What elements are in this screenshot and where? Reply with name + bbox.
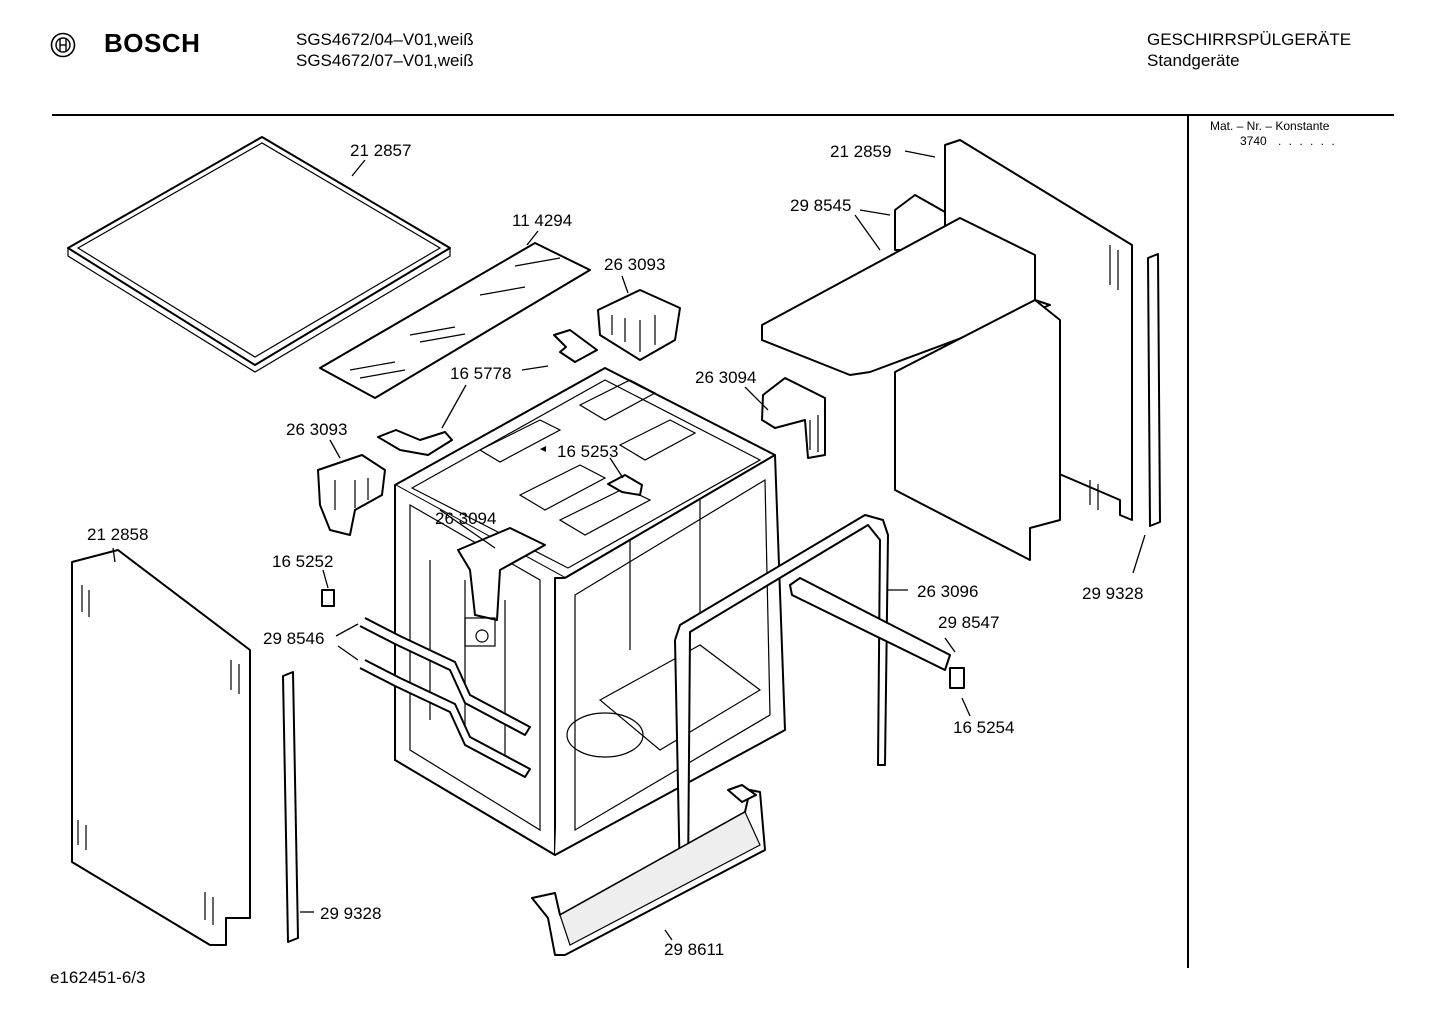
label-bracket-inner: 26 3094 <box>435 509 496 528</box>
bracket-inner-part[interactable] <box>457 527 546 647</box>
label-bracket-right: 26 3094 <box>695 368 756 387</box>
material-constant-dots: . . . . . . <box>1278 134 1337 148</box>
plinth-part[interactable] <box>531 784 766 956</box>
label-end-cap: 16 5254 <box>953 718 1014 737</box>
top-insulation-part[interactable] <box>319 242 591 399</box>
bracket-right-part[interactable] <box>761 377 826 459</box>
label-bracket-top-right: 26 3093 <box>604 255 665 274</box>
label-rail-right: 29 8547 <box>938 613 999 632</box>
header-divider <box>52 114 1394 116</box>
strip-right-part[interactable] <box>1147 253 1161 527</box>
strip-left-part[interactable] <box>282 671 299 943</box>
appliance-subcategory: Standgeräte <box>1147 51 1240 70</box>
rail-right-part[interactable] <box>789 577 951 671</box>
label-door-seal: 26 3096 <box>917 582 978 601</box>
insulation-right-part[interactable] <box>761 194 1061 561</box>
side-panel-left-part[interactable] <box>71 549 251 946</box>
label-insulation-right: 29 8545 <box>790 196 851 215</box>
label-rails-left: 29 8546 <box>263 629 324 648</box>
plate-lower-part[interactable] <box>377 429 453 456</box>
clip-left-part[interactable] <box>321 589 335 607</box>
appliance-category: GESCHIRRSPÜLGERÄTE <box>1147 30 1352 49</box>
side-panel-divider <box>1187 116 1189 968</box>
material-number-title: Mat. – Nr. – Konstante <box>1210 119 1330 133</box>
label-strip-right: 29 9328 <box>1082 584 1143 603</box>
label-clip-top: 16 5253 <box>557 442 618 461</box>
bracket-left-part[interactable] <box>317 454 386 536</box>
label-plinth: 29 8611 <box>664 940 724 959</box>
bosch-logo-icon <box>50 32 76 58</box>
brand-name: BOSCH <box>104 28 201 58</box>
label-side-panel-right: 21 2859 <box>830 142 891 161</box>
label-top-insulation: 11 4294 <box>512 211 572 230</box>
label-bracket-left: 26 3093 <box>286 420 347 439</box>
label-strip-left: 29 9328 <box>320 904 381 923</box>
label-plate: 16 5778 <box>450 364 511 383</box>
document-id: e162451-6/3 <box>50 968 146 987</box>
label-worktop: 21 2857 <box>350 141 411 160</box>
model-number-1: SGS4672/04–V01,weiß <box>296 30 474 49</box>
rails-left-part[interactable] <box>359 617 531 778</box>
material-constant-value: 3740 <box>1240 134 1267 148</box>
dishwasher-tub[interactable] <box>394 367 786 856</box>
label-side-panel-left: 21 2858 <box>87 525 148 544</box>
label-clip-left: 16 5252 <box>272 552 333 571</box>
model-number-2: SGS4672/07–V01,weiß <box>296 51 474 70</box>
plate-upper-part[interactable] <box>553 329 598 363</box>
end-cap-part[interactable] <box>949 667 965 689</box>
bracket-top-right-part[interactable] <box>597 289 681 361</box>
worktop-part[interactable] <box>67 136 451 373</box>
